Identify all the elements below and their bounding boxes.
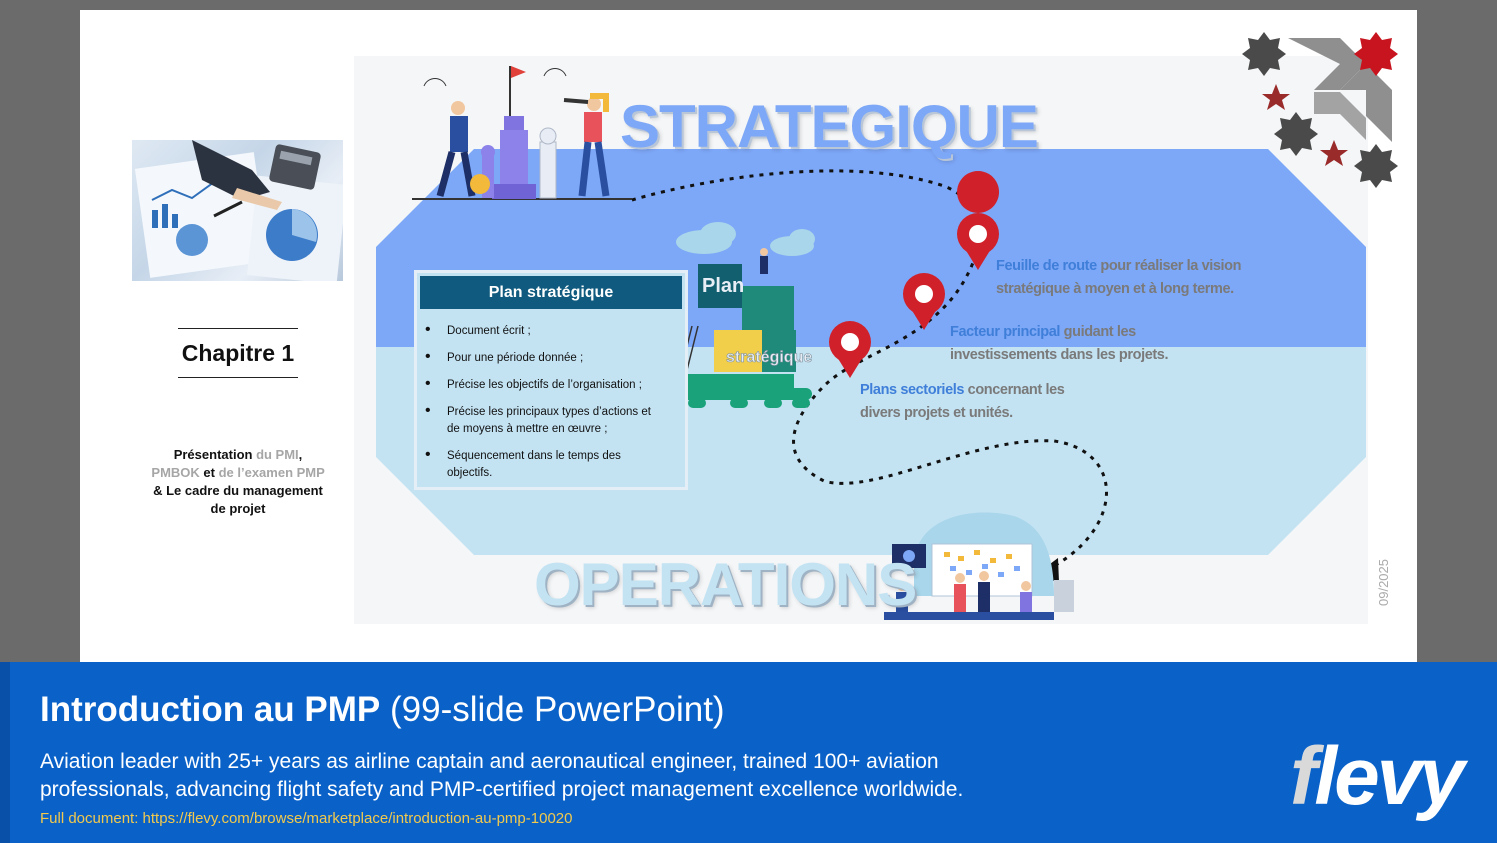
plan-list-item: Précise les principaux types d’actions e…: [425, 402, 665, 438]
map-pin-icon: [903, 273, 945, 330]
plan-list-item: Précise les objectifs de l’organisation …: [425, 375, 665, 394]
chapter-desc-part: et: [199, 465, 219, 480]
callout-roadmap: Feuille de route pour réaliser la vision…: [996, 255, 1296, 301]
logo-letter: f: [1290, 731, 1317, 822]
plan-list-item: Séquencement dans le temps des objectifs…: [425, 446, 665, 482]
callout-investment: Facteur principal guidant les investisse…: [950, 321, 1220, 367]
banner-edge: [0, 662, 10, 843]
promo-banner: Introduction au PMP (99-slide PowerPoint…: [0, 662, 1497, 843]
callout-text: concernant les divers projets et unités.: [860, 382, 1065, 421]
callout-highlight: Plans sectoriels: [860, 382, 965, 398]
document-title-bold: Introduction au PMP: [40, 690, 381, 729]
callout-text: guidant les investissements dans les pro…: [950, 324, 1169, 363]
plan-list-item: Pour une période donnée ;: [425, 348, 665, 367]
plan-list-item: Document écrit ;: [425, 321, 665, 340]
finance-photo: [132, 140, 343, 281]
strategy-diagram: Plan stratégique: [354, 56, 1368, 624]
team-operations-illustration: [884, 512, 1074, 620]
chess-strategy-illustration: [412, 66, 632, 200]
slide: Chapitre 1 Présentation du PMI, PMBOK et…: [80, 10, 1417, 670]
chapter-desc-part: Présentation: [173, 447, 253, 462]
map-pin-icon: [829, 321, 871, 378]
decorative-stars-icon: [1242, 32, 1398, 188]
strategic-heading: STRATEGIQUE: [620, 93, 1039, 160]
chapter-desc-part: &: [153, 483, 167, 498]
strategic-plan-box: Plan stratégique Document écrit ; Pour u…: [414, 270, 688, 490]
chapter-desc-part: de l’examen PMP: [218, 465, 325, 480]
operations-heading: OPERATIONS: [534, 551, 917, 618]
puzzle-label-top: Plan: [702, 275, 744, 297]
plan-box-title: Plan stratégique: [420, 276, 682, 309]
document-link[interactable]: Full document: https://flevy.com/browse/…: [40, 810, 573, 827]
author-description: Aviation leader with 25+ years as airlin…: [40, 750, 964, 801]
callout-highlight: Facteur principal: [950, 324, 1061, 340]
map-pin-icon: [957, 171, 1000, 270]
chapter-description: Présentation du PMI, PMBOK et de l’exame…: [150, 446, 326, 518]
puzzle-plan-illustration: Plan stratégique: [660, 248, 813, 408]
finance-photo-art: [134, 140, 343, 281]
puzzle-label-bottom: stratégique: [726, 349, 812, 366]
diagram-illustrations: Plan stratégique: [412, 66, 1108, 620]
document-title: Introduction au PMP (99-slide PowerPoint…: [40, 690, 725, 730]
chapter-title: Chapitre 1: [181, 339, 295, 366]
callout-sector-plans: Plans sectoriels concernant les divers p…: [860, 379, 1100, 425]
callout-highlight: Feuille de route: [996, 258, 1097, 274]
callout-text: pour réaliser la vision stratégique à mo…: [996, 258, 1242, 297]
plan-box-list: Document écrit ; Pour une période donnée…: [425, 321, 665, 492]
roadmap-path: [631, 169, 1108, 568]
flevy-logo[interactable]: flevy: [1290, 730, 1465, 824]
chapter-desc-part: ,: [298, 447, 303, 462]
cloud-icon: [676, 222, 815, 256]
chapter-desc-part: PMBOK: [151, 465, 200, 480]
document-title-light: (99-slide PowerPoint): [380, 690, 725, 729]
chapter-desc-part: Le cadre du management de projet: [166, 483, 323, 516]
logo-letters: levy: [1314, 731, 1465, 822]
chapter-desc-part: du PMI: [252, 447, 299, 462]
date-fragment: 09/2025: [1376, 559, 1391, 606]
chapter-heading-box: Chapitre 1: [178, 328, 298, 378]
